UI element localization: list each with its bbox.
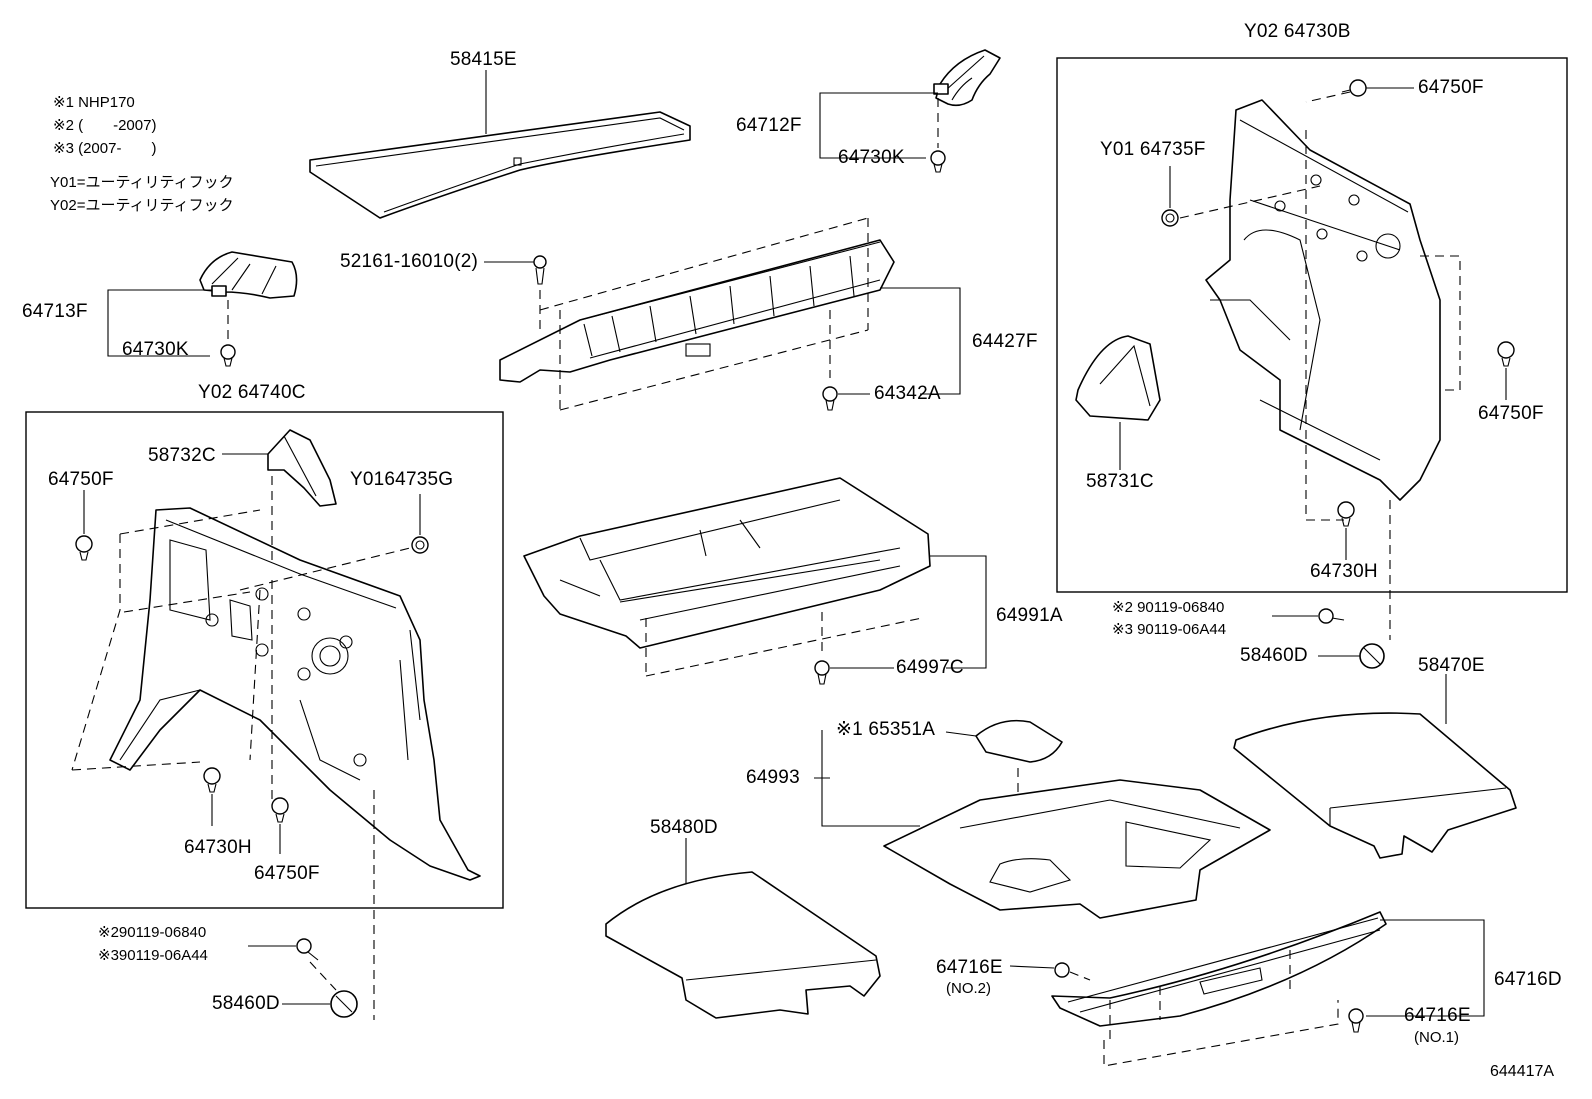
clip-64750F-left2 (271, 797, 289, 823)
label-64750F-left: 64750F (48, 469, 114, 490)
right-quarter-trim-group-box (1056, 57, 1568, 593)
tray-64993 (883, 779, 1271, 919)
label-64735F: Y01 64735F (1100, 139, 1206, 160)
label-64716D: 64716D (1494, 969, 1562, 990)
note-1: ※1 NHP170 (53, 94, 135, 111)
clip-52161 (533, 255, 547, 285)
label-64712F: 64712F (736, 115, 802, 136)
leader-64993 (814, 730, 920, 827)
label-58415E: 58415E (450, 49, 517, 70)
label-bolt-left-1: ※290119-06840 (98, 924, 207, 941)
clip-64730H-right (1337, 501, 1355, 527)
label-64735G: Y0164735G (350, 469, 454, 490)
label-no2: (NO.2) (946, 980, 991, 997)
label-64716E-no1: 64716E (1404, 1005, 1471, 1026)
clip-64716E-no2 (1054, 962, 1070, 978)
quarter-trim-right-64730B (1205, 99, 1441, 501)
label-64750F-r1: 64750F (1418, 77, 1484, 98)
rail-64427F (499, 239, 895, 383)
clip-64730K-top (930, 150, 946, 173)
illustration-reference: 644417A (1490, 1063, 1555, 1080)
label-64750F-r2: 64750F (1478, 403, 1544, 424)
bracket-64713F (199, 251, 298, 299)
label-52161: 52161-16010(2) (340, 251, 479, 272)
label-64997C: 64997C (896, 657, 964, 678)
leader-64712F (819, 92, 938, 159)
clip-64750F-r2 (1497, 341, 1515, 367)
label-64730H-left: 64730H (184, 837, 252, 858)
label-64740C: Y02 64740C (198, 382, 306, 403)
label-64342A: 64342A (874, 383, 941, 404)
board-58470E (1233, 712, 1517, 859)
clip-64342A (822, 386, 838, 411)
label-64993: 64993 (746, 767, 800, 788)
note-y02: Y02=ユーティリティフック (50, 197, 234, 214)
clip-64730H-left (203, 767, 221, 793)
bracket-64712F (933, 49, 1001, 107)
label-64730H-right: 64730H (1310, 561, 1378, 582)
left-quarter-trim-group-box (25, 411, 504, 909)
clip-64750F-r1 (1341, 79, 1367, 97)
label-64730K-top: 64730K (838, 147, 905, 168)
board-58480D (605, 871, 881, 1019)
clip-64730K-left (220, 344, 236, 367)
label-64427F: 64427F (972, 331, 1038, 352)
label-58460D-right: 58460D (1240, 645, 1308, 666)
label-65351A: ※1 65351A (836, 719, 936, 740)
label-no1: (NO.1) (1414, 1029, 1459, 1046)
label-64750F-left2: 64750F (254, 863, 320, 884)
label-58732C: 58732C (148, 445, 216, 466)
label-58731C: 58731C (1086, 471, 1154, 492)
note-3: ※3 (2007- ) (53, 140, 157, 157)
leader-64713F (107, 289, 212, 357)
bolt-90119-left (296, 938, 319, 961)
cap-64735F-right (1161, 209, 1179, 227)
lid-65351A (975, 719, 1063, 763)
label-64716E-no2: 64716E (936, 957, 1003, 978)
clip-58460D-right (1359, 643, 1385, 669)
package-board-58415E (309, 111, 691, 219)
quarter-trim-left-64740C (109, 507, 481, 881)
label-64730K-left: 64730K (122, 339, 189, 360)
bolt-90119-right (1318, 608, 1345, 624)
leader-64427F (880, 287, 961, 395)
note-2: ※2 ( -2007) (53, 117, 157, 134)
panel-64991A (523, 477, 931, 649)
label-bolt-left-2: ※390119-06A44 (98, 947, 208, 964)
label-58480D: 58480D (650, 817, 718, 838)
label-64730B: Y02 64730B (1244, 21, 1351, 42)
bracket-58731C (1075, 335, 1161, 421)
leader-64991A (930, 555, 987, 669)
label-58460D-left: 58460D (212, 993, 280, 1014)
label-64713F: 64713F (22, 301, 88, 322)
sill-plate-64716D (1051, 911, 1387, 1027)
label-64991A: 64991A (996, 605, 1063, 626)
label-bolt-right-1: ※2 90119-06840 (1112, 599, 1225, 616)
leader-64716D (1366, 919, 1485, 1017)
clip-64716E-no1 (1348, 1008, 1364, 1033)
clip-64750F-left (75, 535, 93, 561)
clip-58460D-left (330, 990, 358, 1018)
note-y01: Y01=ユーティリティフック (50, 174, 234, 191)
label-bolt-right-2: ※3 90119-06A44 (1112, 621, 1227, 638)
bracket-58732C (267, 429, 337, 507)
cap-64735G-left (411, 536, 429, 554)
label-58470E: 58470E (1418, 655, 1485, 676)
clip-64997C (814, 660, 830, 685)
